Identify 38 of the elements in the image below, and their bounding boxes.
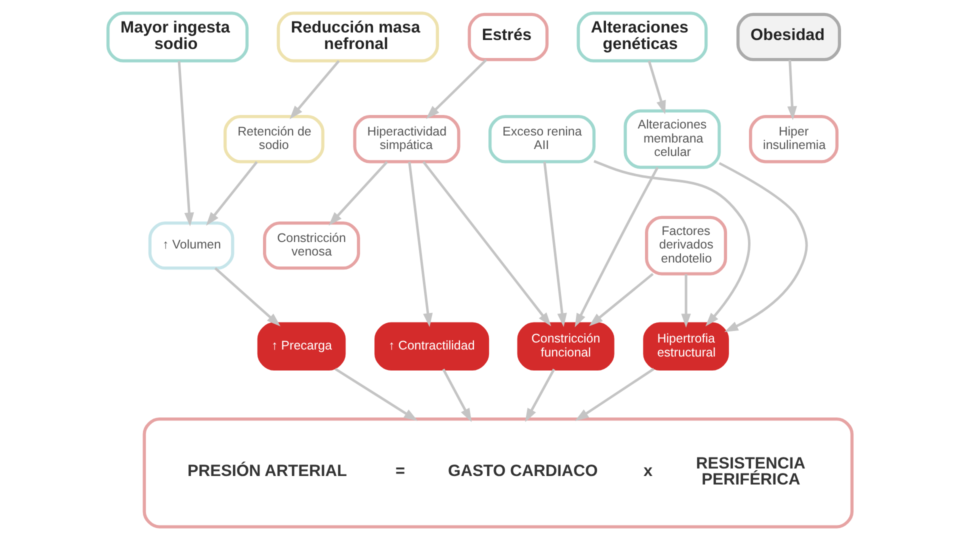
arrow: [787, 60, 797, 120]
arrow: [178, 61, 194, 226]
node-box: Hipertrofia estructural: [643, 322, 729, 370]
node-box: Estrés: [468, 12, 549, 62]
arrow: [328, 161, 388, 226]
node-box: ↑ Precarga: [257, 322, 346, 370]
node-box: Reducción masa nefronal: [276, 12, 439, 62]
arrow: [574, 166, 659, 328]
arrow: [214, 267, 280, 326]
node-box: Obesidad: [736, 12, 842, 62]
arrow: [422, 161, 552, 326]
node-box: Constricción venosa: [263, 221, 360, 270]
node-box: Hiper insulinemia: [748, 115, 839, 164]
arrow: [525, 368, 556, 422]
node-box: Retención de sodio: [224, 115, 324, 164]
arrow: [334, 368, 418, 421]
arrow: [290, 60, 340, 120]
arrow: [681, 274, 691, 328]
arrow: [594, 160, 750, 326]
arrow: [589, 272, 654, 326]
arrow: [206, 161, 258, 226]
node-box: Alteraciones genéticas: [576, 12, 708, 62]
arrow: [543, 162, 567, 328]
arrow: [718, 162, 808, 332]
node-box: PRESIÓN ARTERIAL = GASTO CARDIACO x RESISTENCIA PERIFÉRICA: [142, 417, 854, 528]
arrow: [408, 162, 433, 328]
node-box: ↑ Contractilidad: [374, 322, 490, 370]
node-box: Constricción funcional: [517, 322, 614, 370]
arrow: [574, 368, 654, 421]
node-box: Hiperactividad simpática: [353, 115, 460, 164]
arrow: [648, 60, 666, 114]
node-box: Mayor ingesta sodio: [106, 12, 249, 62]
node-box: Alteraciones membrana celular: [624, 109, 721, 169]
node-box: Factores derivados endotelio: [645, 216, 728, 276]
arrow: [426, 59, 488, 119]
node-box: ↑ Volumen: [148, 221, 234, 270]
node-box: Exceso renina AII: [488, 115, 596, 164]
arrow: [442, 368, 472, 422]
